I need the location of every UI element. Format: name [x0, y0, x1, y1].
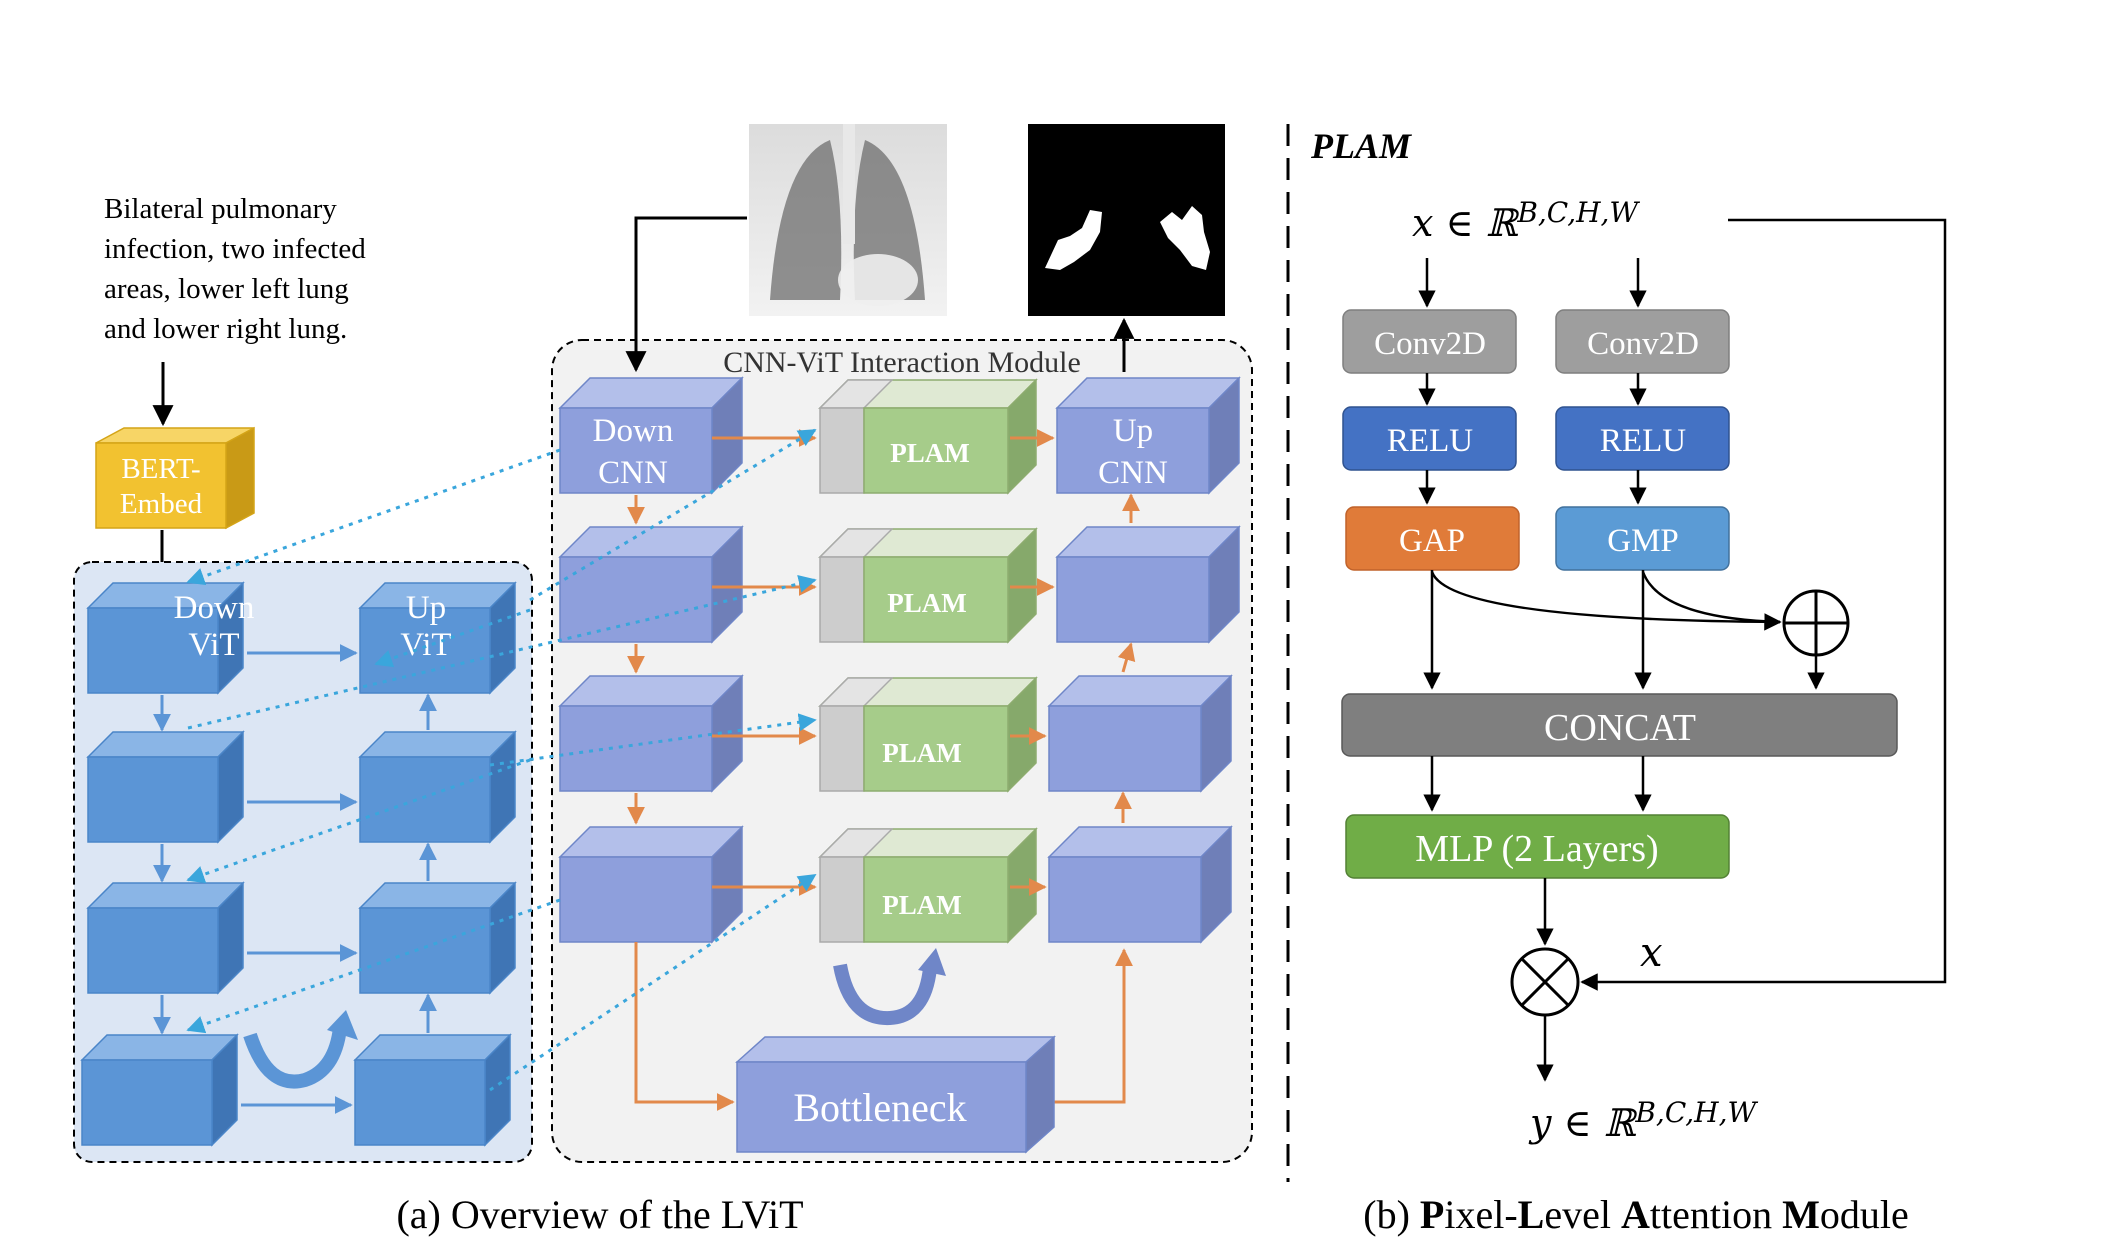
vit-rotate-arrow [243, 1026, 347, 1089]
mlp-block [1345, 814, 1730, 879]
caption-b-part-8: odule [1820, 1192, 1909, 1237]
cnn-down-cube-4 [558, 825, 744, 944]
caption-b-part-6: ttention [1650, 1192, 1782, 1237]
concat-block [1341, 693, 1898, 757]
plam-block-1 [818, 378, 1038, 495]
bottleneck-label: Bottleneck [793, 1085, 966, 1130]
vit-down-cube-3 [86, 881, 245, 995]
cnn-up-cube-2 [1055, 525, 1241, 644]
cnn-rotate-arrow [833, 963, 937, 1026]
dot-vit3-plam3 [489, 713, 817, 767]
skip-label: x [1640, 930, 1663, 976]
plam-block-2 [818, 527, 1038, 644]
relu-block-2 [1555, 406, 1730, 471]
relu-block-1 [1342, 406, 1517, 471]
cnn-up-cube-3 [1047, 674, 1233, 793]
mlp-label: MLP (2 Layers) [1415, 828, 1658, 870]
down-vit-label-2: ViT [188, 627, 239, 663]
caption-b-part-0: (b) [1363, 1192, 1420, 1237]
xray-image [749, 124, 947, 316]
cnn-down-cube-1 [558, 376, 744, 495]
arrow-gmp-add [1641, 571, 1781, 624]
vit-down-cube-4 [80, 1033, 239, 1147]
caption-b-part-4: evel [1544, 1192, 1621, 1237]
multiply-operator [1510, 947, 1580, 1017]
input-text-line-2: infection, two infected [104, 233, 366, 265]
down-cnn-label-2: CNN [598, 455, 668, 491]
cnn-up-cube-1 [1055, 376, 1241, 495]
conv2d-label-2: Conv2D [1587, 326, 1699, 362]
plam-label-1: PLAM [890, 438, 969, 468]
up-cnn-label-1: Up [1113, 413, 1153, 449]
input-text: Bilateral pulmonary infection, two infec… [104, 193, 366, 345]
vit-rotate-arrowhead [327, 1010, 358, 1040]
caption-b: (b) Pixel-Level Attention Module [1363, 1192, 1908, 1237]
cnn-down-cube-2 [558, 525, 744, 644]
vit-down-cube-2 [86, 730, 245, 844]
input-math: x ∈ ℝB,C,H,W [1412, 196, 1640, 245]
dot-cnn3-vit3 [186, 758, 531, 884]
up-vit-label-1: Up [406, 590, 446, 626]
module-title: CNN-ViT Interaction Module [723, 346, 1081, 379]
cnn-to-bottleneck-arrow [634, 942, 735, 1111]
cnn-down-cube-3 [558, 674, 744, 793]
vit-down-cube-1 [86, 581, 245, 695]
up-vit-label-2: ViT [400, 627, 451, 663]
caption-b-part-2: ixel- [1444, 1192, 1517, 1237]
concat-label: CONCAT [1544, 707, 1696, 749]
bert-embed-block: BERT- Embed [95, 426, 255, 530]
plam-title: PLAM [1310, 126, 1413, 166]
dot-vit2-plam2 [187, 574, 817, 730]
vit-arrows [153, 644, 437, 1114]
plam-label-3: PLAM [882, 738, 961, 768]
add-operator [1782, 589, 1850, 657]
relu-label-2: RELU [1600, 423, 1686, 459]
up-cnn-label-2: CNN [1098, 455, 1168, 491]
gmp-label: GMP [1607, 523, 1679, 559]
bottleneck-block: Bottleneck [735, 1035, 1056, 1154]
left-panel: Bilateral pulmonary infection, two infec… [73, 124, 1253, 1237]
caption-b-part-7: M [1782, 1192, 1820, 1237]
conv2d-label-1: Conv2D [1374, 326, 1486, 362]
caption-b-part-5: A [1621, 1192, 1650, 1237]
image-to-cnn-arrow [625, 216, 747, 373]
arrow-gap-add [1430, 571, 1782, 631]
output-math: y ∈ ℝB,C,H,W [1528, 1096, 1758, 1145]
vit-container [73, 561, 533, 1163]
bert-label-line-1: BERT- [121, 453, 200, 485]
down-cnn-label-1: Down [593, 413, 674, 449]
input-text-line-4: and lower right lung. [104, 313, 347, 345]
dot-cnn2-vitup1 [374, 608, 531, 668]
cnn-up-arrow-2 [1117, 642, 1136, 673]
cnn-arrows [186, 216, 1140, 1111]
input-text-line-3: areas, lower left lung [104, 273, 349, 305]
cnn-up-cube-4 [1047, 825, 1233, 944]
skip-connection-arrow [1580, 218, 1947, 991]
cnn-rotate-arrowhead [918, 948, 946, 976]
plam-label-2: PLAM [887, 588, 966, 618]
input-text-line-1: Bilateral pulmonary [104, 193, 337, 225]
conv2d-block-1 [1342, 309, 1517, 374]
down-vit-label-1: Down [174, 590, 255, 626]
bottleneck-to-cnn-arrow [1054, 948, 1133, 1104]
plam-label-4: PLAM [882, 890, 961, 920]
bert-label-line-2: Embed [120, 488, 203, 520]
vit-cubes [80, 581, 517, 1147]
plam-block-3 [818, 676, 1038, 793]
caption-b-part-1: P [1420, 1192, 1444, 1237]
caption-b-part-3: L [1518, 1192, 1545, 1237]
caption-a: (a) Overview of the LViT [396, 1192, 803, 1237]
vit-up-cube-2 [358, 730, 517, 844]
right-panel: PLAM x ∈ ℝB,C,H,W Conv2D Conv2D RELU REL… [1310, 126, 1947, 1237]
relu-label-1: RELU [1387, 423, 1473, 459]
mask-image [1028, 124, 1225, 316]
conv2d-block-2 [1555, 309, 1730, 374]
cnn-cubes [558, 376, 1241, 944]
vit-up-cube-4 [353, 1033, 512, 1147]
gap-label: GAP [1399, 523, 1465, 559]
plam-block-4 [818, 827, 1038, 944]
vit-up-cube-3 [358, 881, 517, 995]
